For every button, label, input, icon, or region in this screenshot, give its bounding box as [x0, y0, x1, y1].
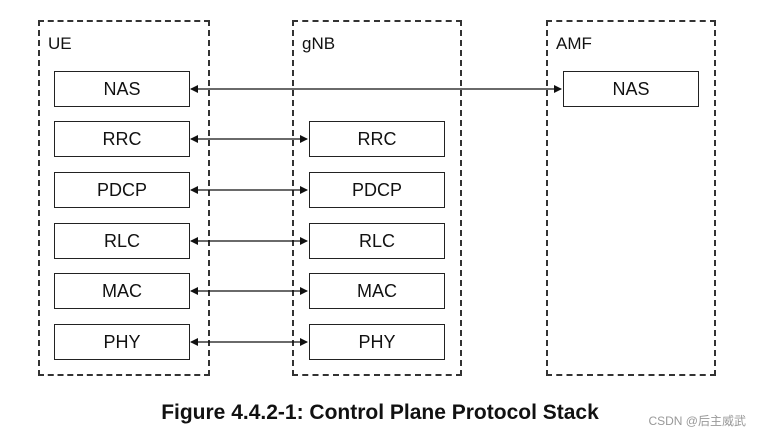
watermark-text: CSDN @后主威武 — [648, 414, 746, 428]
amf-layer-nas: NAS — [563, 71, 699, 107]
ue-layer-rlc: RLC — [54, 223, 190, 259]
amf-label: AMF — [556, 34, 592, 53]
figure-caption: Figure 4.4.2-1: Control Plane Protocol S… — [161, 401, 599, 424]
gnb-layer-mac: MAC — [309, 273, 445, 309]
gnb-layer-rrc: RRC — [309, 121, 445, 157]
ue-layer-phy: PHY — [54, 324, 190, 360]
gnb-layer-rlc: RLC — [309, 223, 445, 259]
amf-node-box: AMF — [546, 20, 716, 376]
ue-layer-mac: MAC — [54, 273, 190, 309]
ue-node-box: UE — [38, 20, 210, 376]
ue-layer-pdcp: PDCP — [54, 172, 190, 208]
gnb-node-box: gNB — [292, 20, 462, 376]
ue-layer-rrc: RRC — [54, 121, 190, 157]
ue-label: UE — [48, 34, 72, 53]
gnb-layer-phy: PHY — [309, 324, 445, 360]
gnb-layer-pdcp: PDCP — [309, 172, 445, 208]
ue-layer-nas: NAS — [54, 71, 190, 107]
gnb-label: gNB — [302, 34, 336, 53]
